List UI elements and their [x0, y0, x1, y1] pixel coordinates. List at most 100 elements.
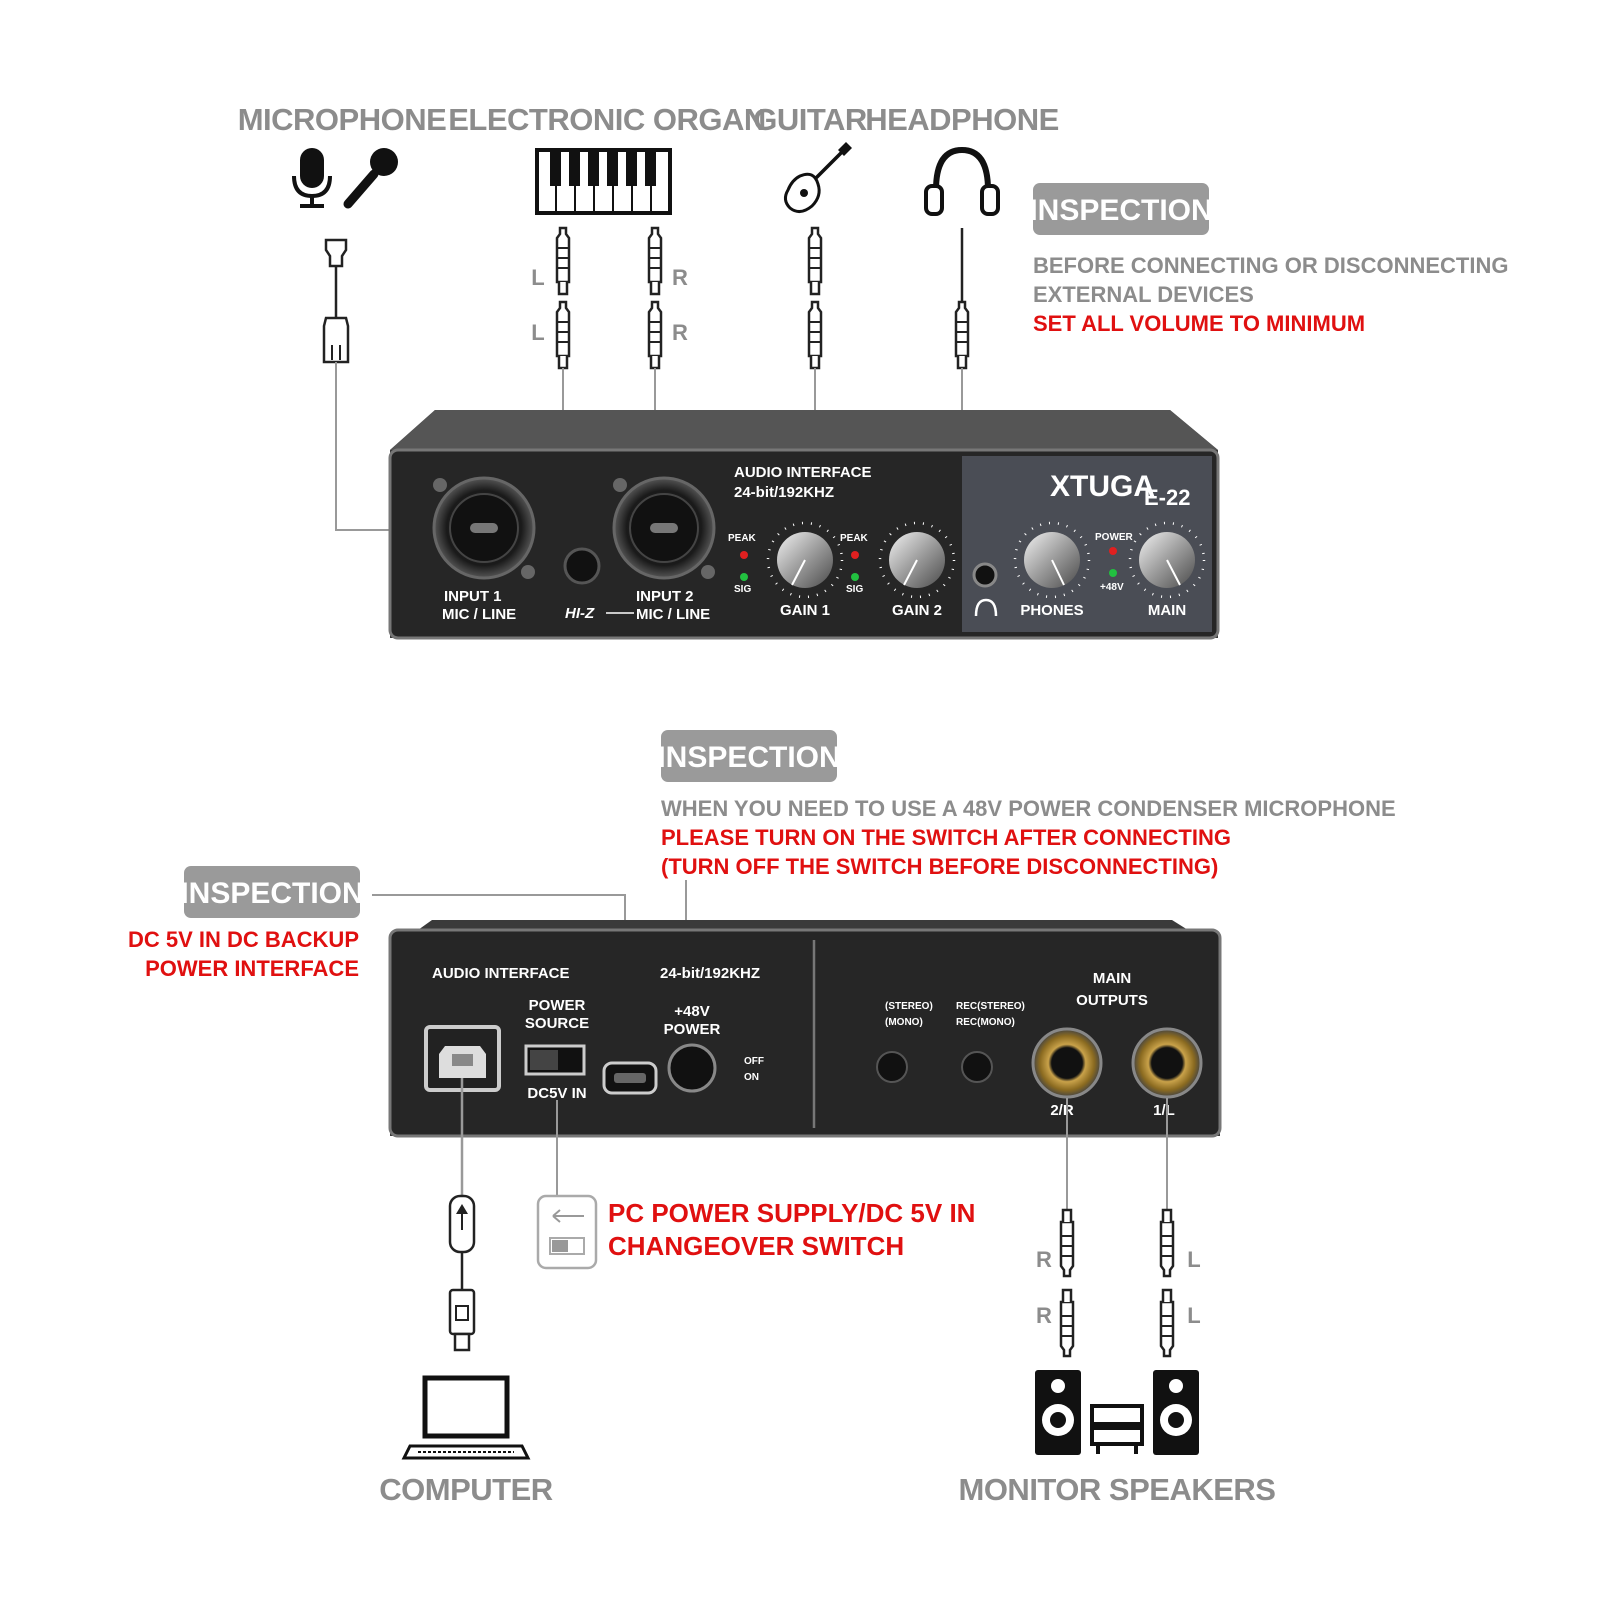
gain-1-label: GAIN 1 — [780, 602, 830, 619]
p48-label-2: POWER — [664, 1021, 721, 1038]
back-title: AUDIO INTERFACE — [432, 965, 570, 982]
out-cable-l-label-2: L — [1187, 1303, 1200, 1328]
front-title: AUDIO INTERFACE — [734, 464, 872, 481]
on-label: ON — [744, 1072, 759, 1083]
sig-led-2 — [851, 573, 859, 581]
switch-note-line2: CHANGEOVER SWITCH — [608, 1231, 904, 1261]
top-inspection-note: INSPECTION BEFORE CONNECTING OR DISCONNE… — [1029, 183, 1508, 336]
laptop-icon — [401, 1375, 531, 1460]
output-l-plug-bottom — [1159, 1288, 1175, 1358]
rec-mode-button[interactable] — [961, 1051, 993, 1083]
power-source-label-1: POWER — [529, 997, 586, 1014]
electronic-organ-label: ELECTRONIC ORGAN — [448, 102, 766, 137]
monitor-mode-button[interactable] — [876, 1051, 908, 1083]
main-knob[interactable] — [1128, 521, 1206, 599]
gain-2-label: GAIN 2 — [892, 602, 942, 619]
inspection-badge-dc-text: INSPECTION — [180, 877, 363, 910]
inspection-line2: EXTERNAL DEVICES — [1033, 282, 1254, 307]
rec-mono-label: REC(MONO) — [956, 1017, 1015, 1028]
usb-b-port[interactable] — [424, 1025, 501, 1092]
main-label: MAIN — [1148, 602, 1186, 619]
out-cable-r-label-2: R — [1036, 1303, 1052, 1328]
phantom-inspection-note: INSPECTION WHEN YOU NEED TO USE A 48V PO… — [657, 730, 1396, 879]
main-outputs-label-1: MAIN — [1093, 970, 1131, 987]
front-spec: 24-bit/192KHZ — [734, 484, 834, 501]
microphone-label: MICROPHONE — [238, 102, 447, 137]
phantom-label: +48V — [1100, 582, 1124, 593]
power-source-label-2: SOURCE — [525, 1015, 589, 1032]
inspection-badge-48v — [661, 730, 837, 782]
back-spec: 24-bit/192KHZ — [660, 965, 760, 982]
hi-z-label: HI-Z — [565, 605, 595, 622]
inspection-badge-dc — [184, 866, 360, 918]
output-l-plug-top — [1159, 1208, 1175, 1278]
out-cable-r-label-1: R — [1036, 1247, 1052, 1272]
out-l-label: 1/L — [1153, 1102, 1175, 1119]
inspection-badge — [1033, 183, 1209, 235]
headphone-symbol-icon — [974, 598, 998, 617]
inspection-line1: BEFORE CONNECTING OR DISCONNECTING — [1033, 253, 1508, 278]
input2-label: INPUT 2 — [636, 588, 694, 605]
off-label: OFF — [744, 1056, 764, 1067]
peak-label-2: PEAK — [840, 533, 869, 544]
headphone-plug — [954, 300, 970, 370]
switch-note: PC POWER SUPPLY/DC 5V IN CHANGEOVER SWIT… — [536, 1100, 975, 1270]
organ-left-label-2: L — [531, 320, 544, 345]
phantom-power-switch[interactable] — [667, 1043, 717, 1093]
dc-inspection-note: INSPECTION DC 5V IN DC BACKUP POWER INTE… — [128, 866, 364, 981]
organ-right-plug-bottom — [647, 300, 663, 370]
organ-right-label-1: R — [672, 265, 688, 290]
headphone-jack[interactable] — [972, 562, 998, 588]
guitar-label: GUITAR — [753, 102, 867, 137]
phones-knob[interactable] — [1013, 521, 1091, 599]
hi-z-button[interactable] — [563, 547, 601, 585]
organ-left-plug-bottom — [555, 300, 571, 370]
out-r-label: 2/R — [1050, 1102, 1074, 1119]
input-2-combo-jack[interactable] — [612, 476, 716, 580]
front-panel: INPUT 1 MIC / LINE INPUT 2 MIC / LINE HI… — [388, 410, 1220, 640]
monitor-speakers-label: MONITOR SPEAKERS — [959, 1472, 1276, 1507]
speakers-icon — [1035, 1370, 1199, 1455]
micro-usb-port[interactable] — [602, 1061, 658, 1095]
phantom-line2: PLEASE TURN ON THE SWITCH AFTER CONNECTI… — [661, 825, 1231, 850]
brand-logo: XTUGA — [1050, 470, 1155, 503]
mode-stereo-label: (STEREO) — [885, 1001, 933, 1012]
power-label: POWER — [1095, 532, 1134, 543]
output-1l-jack[interactable] — [1131, 1027, 1203, 1099]
organ-left-label-1: L — [531, 265, 544, 290]
dc-line1: DC 5V IN DC BACKUP — [128, 927, 359, 952]
out-cable-l-label-1: L — [1187, 1247, 1200, 1272]
studio-microphone-icon — [292, 148, 332, 208]
input-1-combo-jack[interactable] — [432, 476, 536, 580]
peak-label-1: PEAK — [728, 533, 757, 544]
peak-led-2 — [851, 551, 859, 559]
phantom-line3: (TURN OFF THE SWITCH BEFORE DISCONNECTIN… — [661, 854, 1218, 879]
power-source-switch[interactable] — [524, 1044, 586, 1076]
phones-label: PHONES — [1020, 602, 1083, 619]
switch-diagram-icon — [536, 1194, 598, 1270]
input1-label: INPUT 1 — [444, 588, 502, 605]
handheld-microphone-icon — [343, 148, 398, 209]
headphone-icon — [924, 146, 1000, 216]
xlr-cable — [322, 238, 350, 364]
output-2r-jack[interactable] — [1031, 1027, 1103, 1099]
inspection-badge-text: INSPECTION — [1029, 194, 1212, 227]
gain-2-knob[interactable] — [878, 521, 956, 599]
output-r-plug-bottom — [1059, 1288, 1075, 1358]
phantom-led — [1109, 569, 1117, 577]
power-led — [1109, 547, 1117, 555]
gain-1-knob[interactable] — [766, 521, 844, 599]
phantom-line1: WHEN YOU NEED TO USE A 48V POWER CONDENS… — [661, 796, 1396, 821]
output-r-plug-top — [1059, 1208, 1075, 1278]
guitar-plug-top — [807, 226, 823, 296]
organ-left-plug-top — [555, 226, 571, 296]
organ-right-label-2: R — [672, 320, 688, 345]
dc5v-label: DC5V IN — [527, 1085, 586, 1102]
main-outputs-label-2: OUTPUTS — [1076, 992, 1148, 1009]
organ-right-plug-top — [647, 226, 663, 296]
switch-note-line1: PC POWER SUPPLY/DC 5V IN — [608, 1198, 975, 1228]
computer-label: COMPUTER — [379, 1472, 553, 1507]
mode-mono-label: (MONO) — [885, 1017, 923, 1028]
guitar-icon — [783, 142, 852, 213]
